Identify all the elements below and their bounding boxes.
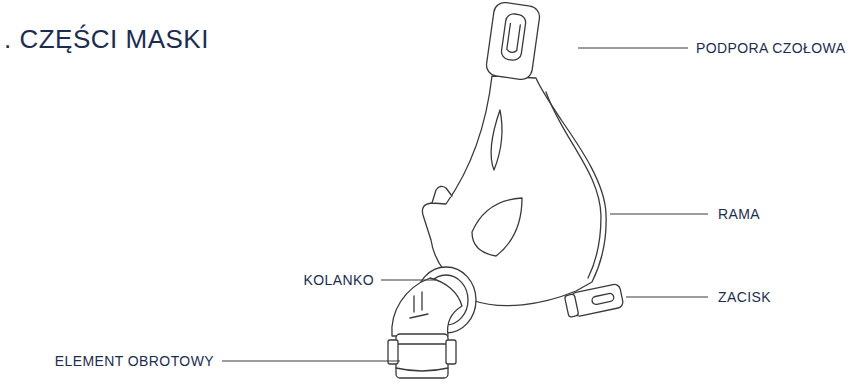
forehead-support xyxy=(485,1,541,81)
swivel-latch xyxy=(388,340,398,364)
elbow-vent xyxy=(410,292,428,318)
frame-tab xyxy=(432,186,452,203)
swivel-latch xyxy=(446,340,456,364)
frame-edge xyxy=(546,92,601,278)
forehead-slot-inner xyxy=(506,23,520,53)
part-label: RAMA xyxy=(718,206,760,222)
forehead-slot xyxy=(500,13,526,61)
swivel-edge xyxy=(396,344,448,371)
part-label: ZACISK xyxy=(718,289,771,305)
leader-line xyxy=(626,297,708,298)
diagram-title: . CZĘŚCI MASKI xyxy=(4,24,209,55)
leader-line xyxy=(578,48,688,49)
swivel xyxy=(396,334,448,378)
part-label: PODPORA CZOŁOWA xyxy=(696,40,845,56)
frame-window xyxy=(491,110,502,170)
frame-window xyxy=(472,198,522,256)
part-label: ELEMENT OBROTOWY xyxy=(55,353,214,369)
clip-slot xyxy=(591,293,614,305)
leader-line xyxy=(610,214,708,215)
elbow xyxy=(392,278,462,336)
part-label: KOLANKO xyxy=(304,272,375,288)
leader-line xyxy=(381,280,436,281)
clip-hinge xyxy=(564,294,578,318)
leader-line xyxy=(222,361,400,362)
